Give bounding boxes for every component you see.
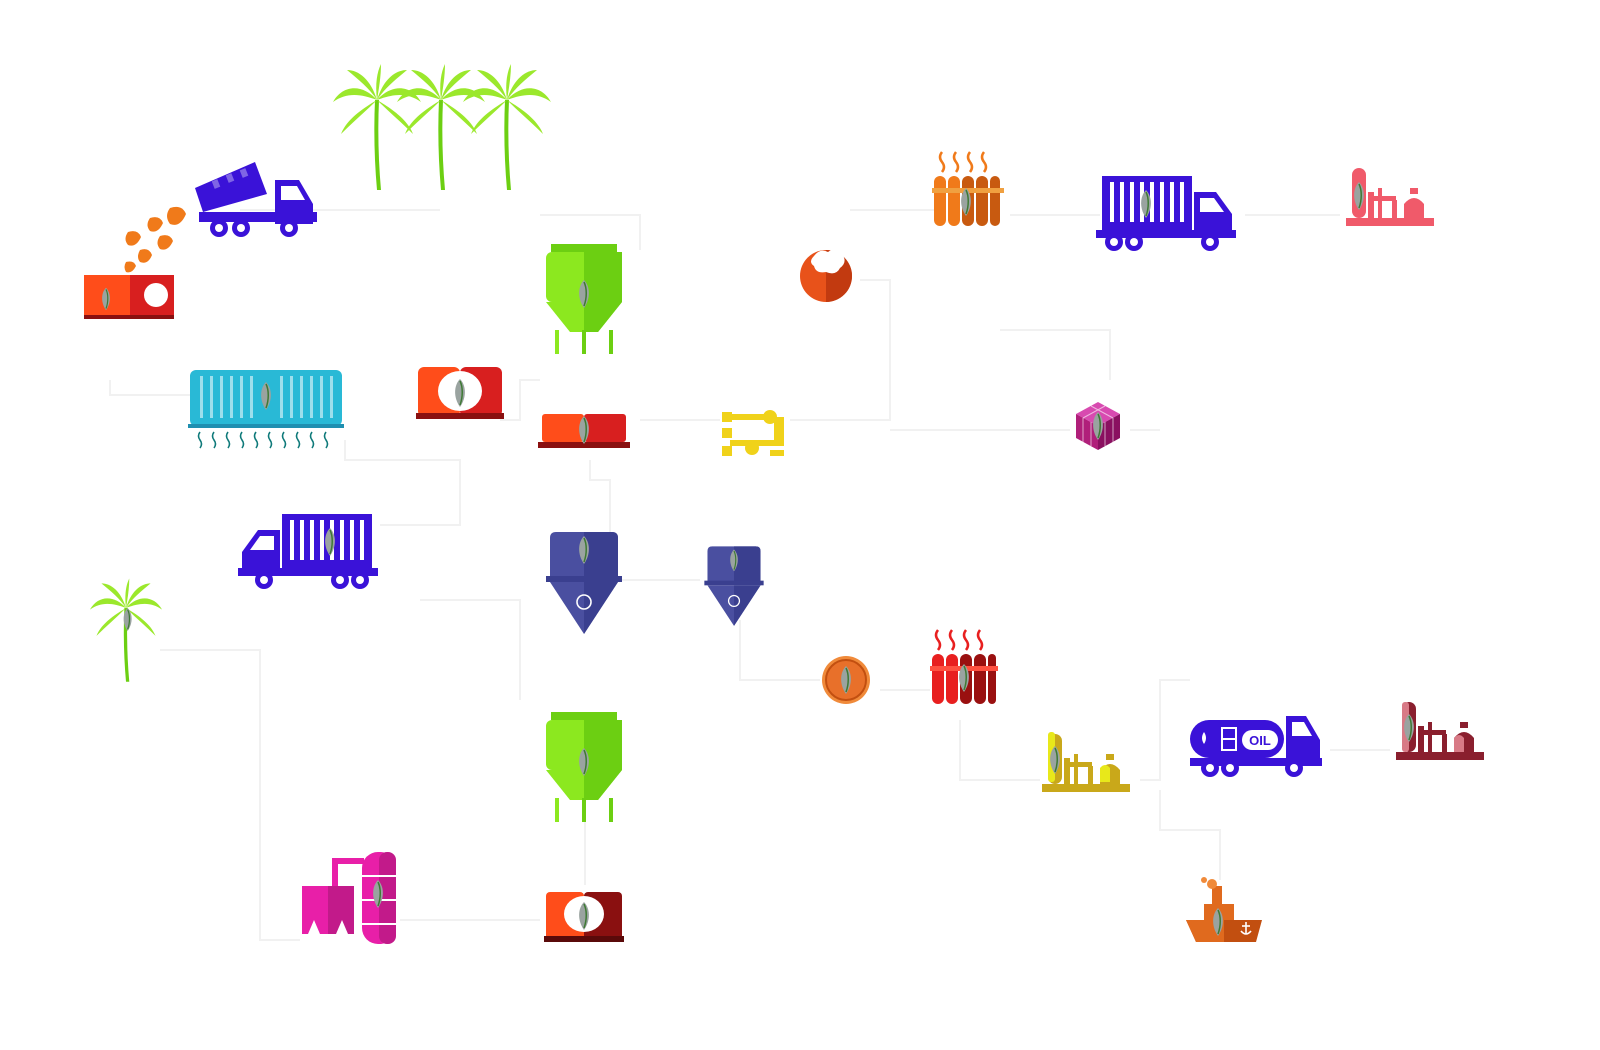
palm-tree-icon xyxy=(333,64,421,190)
palm-tree-icon xyxy=(397,64,485,190)
container-truck-icon[interactable] xyxy=(238,514,378,589)
press-tank-icon[interactable] xyxy=(538,414,630,448)
palm-plantation-group[interactable] xyxy=(333,64,551,190)
press-tank-icon[interactable] xyxy=(544,892,624,942)
tanker-oil-label: OIL xyxy=(1249,733,1271,748)
tanker-truck-icon[interactable]: OIL xyxy=(1190,716,1322,777)
hopper-silo-icon[interactable] xyxy=(546,712,622,822)
cube-crystallizer-icon[interactable] xyxy=(1076,402,1120,450)
dump-truck-icon[interactable] xyxy=(195,162,317,237)
heater-icon[interactable] xyxy=(932,150,1004,226)
cooling-radiator-icon[interactable] xyxy=(188,370,344,449)
palm-tree-icon xyxy=(463,64,551,190)
press-tank-icon[interactable] xyxy=(84,275,174,319)
fiber-ball-icon[interactable] xyxy=(822,656,870,704)
refinery-icon[interactable] xyxy=(1396,702,1484,760)
fruit-bunch-icon xyxy=(124,206,186,273)
palm-tree-icon[interactable] xyxy=(89,578,163,682)
refinery-icon[interactable] xyxy=(1346,168,1434,226)
clarifier-tank-icon[interactable] xyxy=(703,545,765,627)
hopper-silo-icon[interactable] xyxy=(546,244,622,354)
kernel-nut-icon[interactable] xyxy=(800,249,852,302)
heater-icon[interactable] xyxy=(930,628,998,704)
ship-icon[interactable] xyxy=(1186,877,1262,942)
container-truck-icon[interactable] xyxy=(1096,176,1236,251)
press-tank-icon[interactable] xyxy=(416,367,504,419)
clarifier-tank-icon[interactable] xyxy=(545,531,623,635)
flow-connectors xyxy=(109,209,1390,941)
distillation-column-icon[interactable] xyxy=(302,852,396,944)
refinery-icon[interactable] xyxy=(1042,732,1130,792)
valve-manifold-icon[interactable] xyxy=(722,410,784,456)
